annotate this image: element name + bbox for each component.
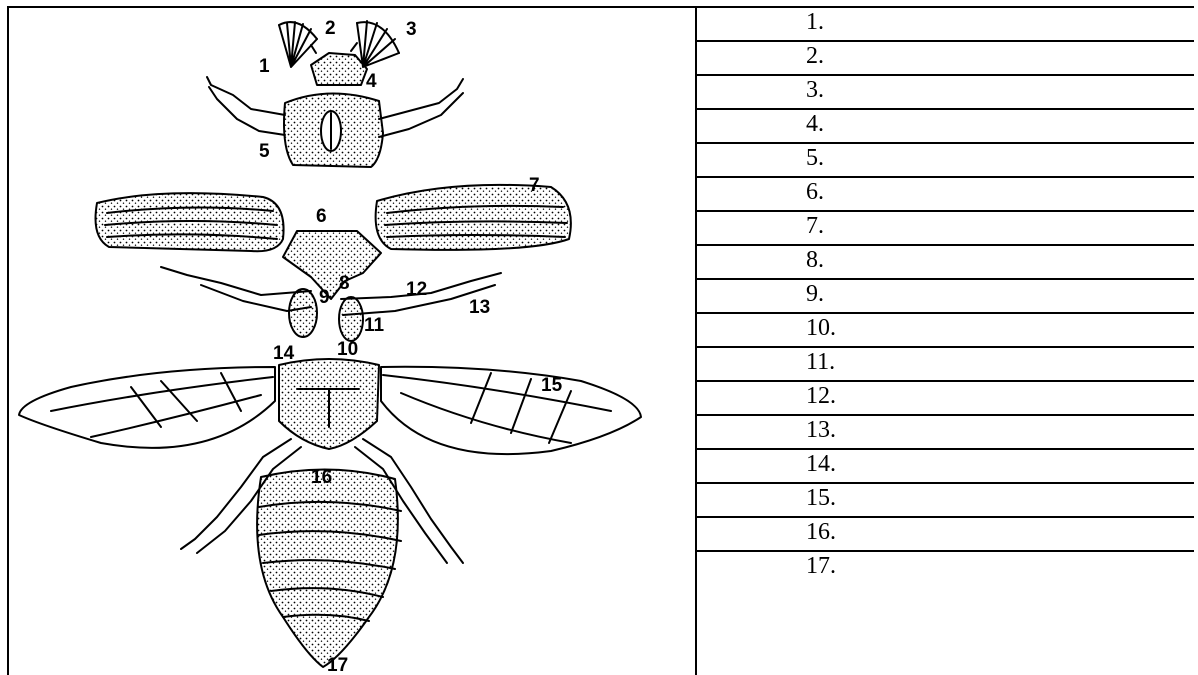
answer-row[interactable]: 1. <box>697 6 1194 42</box>
answer-row[interactable]: 2. <box>697 40 1194 76</box>
answer-row-number: 16. <box>806 518 836 546</box>
figure-label-3: 3 <box>406 19 417 40</box>
answer-row[interactable]: 4. <box>697 108 1194 144</box>
answer-row-number: 4. <box>806 110 824 138</box>
answer-row-number: 1. <box>806 8 824 36</box>
answer-row[interactable]: 5. <box>697 142 1194 178</box>
figure-label-16: 16 <box>311 467 332 488</box>
answer-row[interactable]: 14. <box>697 448 1194 484</box>
answer-row-number: 13. <box>806 416 836 444</box>
answer-row-number: 11. <box>806 348 835 376</box>
beetle-figure: 1 2 3 4 5 6 7 8 9 10 11 12 13 14 15 16 1… <box>11 7 695 673</box>
answer-row-number: 15. <box>806 484 836 512</box>
figure-label-11: 11 <box>364 315 385 336</box>
answer-row[interactable]: 13. <box>697 414 1194 450</box>
answer-row-number: 7. <box>806 212 824 240</box>
answer-row-number: 3. <box>806 76 824 104</box>
answer-row-number: 9. <box>806 280 824 308</box>
figure-label-10: 10 <box>337 339 358 360</box>
figure-label-5: 5 <box>259 141 270 162</box>
answer-row[interactable]: 3. <box>697 74 1194 110</box>
figure-label-4: 4 <box>366 71 377 92</box>
figure-label-14: 14 <box>273 343 295 364</box>
figure-label-13: 13 <box>469 297 490 318</box>
answer-row[interactable]: 16. <box>697 516 1194 552</box>
answer-row-number: 8. <box>806 246 824 274</box>
answer-row[interactable]: 17. <box>697 550 1194 602</box>
answer-row-number: 17. <box>806 552 836 580</box>
answer-row-number: 14. <box>806 450 836 478</box>
figure-label-15: 15 <box>541 375 563 396</box>
answer-row[interactable]: 7. <box>697 210 1194 246</box>
figure-label-7: 7 <box>529 175 540 196</box>
figure-label-12: 12 <box>406 279 427 300</box>
figure-label-2: 2 <box>325 18 336 39</box>
answer-row-number: 12. <box>806 382 836 410</box>
answer-row[interactable]: 6. <box>697 176 1194 212</box>
answer-row-number: 2. <box>806 42 824 70</box>
answer-row-number: 6. <box>806 178 824 206</box>
answer-row[interactable]: 15. <box>697 482 1194 518</box>
answer-row-number: 5. <box>806 144 824 172</box>
figure-label-8: 8 <box>339 273 350 294</box>
figure-label-1: 1 <box>259 56 270 77</box>
figure-label-9: 9 <box>319 287 330 308</box>
answer-row[interactable]: 8. <box>697 244 1194 280</box>
answer-row[interactable]: 12. <box>697 380 1194 416</box>
answer-row[interactable]: 10. <box>697 312 1194 348</box>
answer-row[interactable]: 11. <box>697 346 1194 382</box>
answer-row-number: 10. <box>806 314 836 342</box>
figure-label-17: 17 <box>327 655 348 673</box>
answer-row[interactable]: 9. <box>697 278 1194 314</box>
beetle-dissection-icon: 1 2 3 4 5 6 7 8 9 10 11 12 13 14 15 16 1… <box>11 7 695 673</box>
figure-label-6: 6 <box>316 206 327 227</box>
